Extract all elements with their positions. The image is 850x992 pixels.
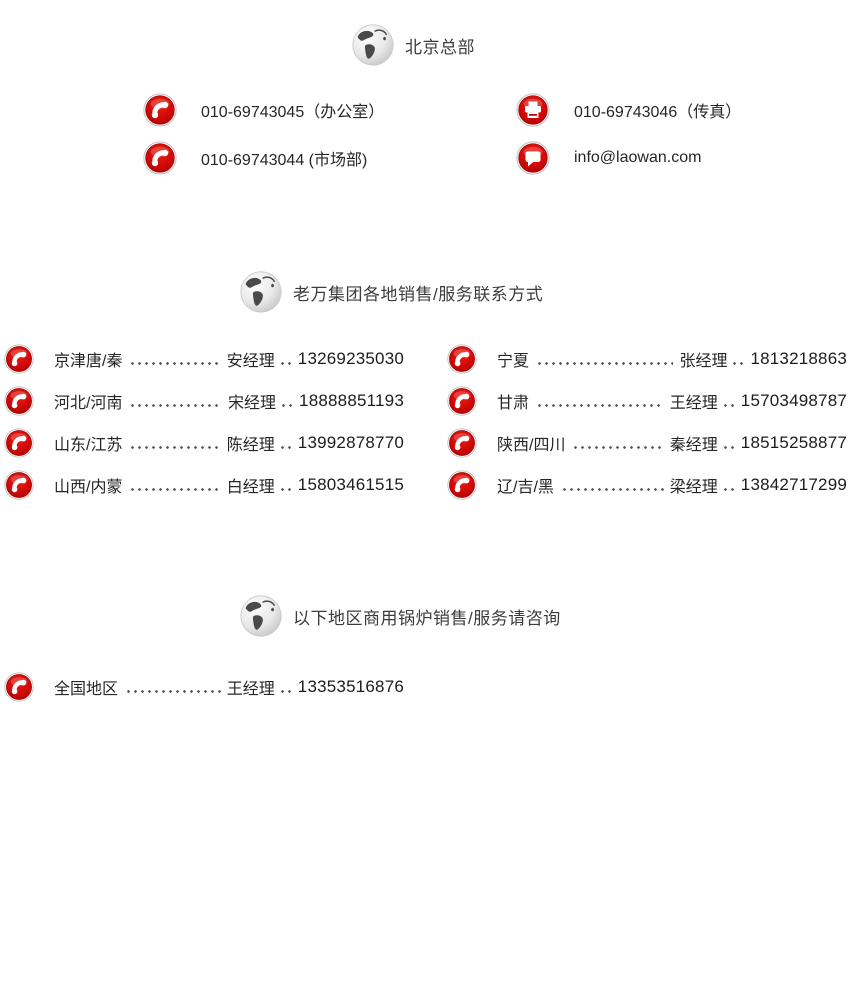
- phone-icon: [447, 428, 477, 458]
- region-label: 辽/吉/黑: [497, 479, 554, 496]
- manager-name: 王经理: [669, 395, 718, 412]
- phone-icon: [4, 386, 34, 416]
- regional-right-column: 宁夏 张经理 1813218863 甘肃 王经理 15703498787 陕西/…: [447, 338, 847, 506]
- region-label: 全国地区: [54, 681, 119, 698]
- dotted-leader: [276, 666, 293, 708]
- region-label: 宁夏: [497, 353, 530, 370]
- dotted-leader: [127, 380, 223, 422]
- region-label: 京津唐/秦: [54, 353, 123, 370]
- globe-icon: [240, 271, 282, 313]
- phone-number: 15703498787: [740, 391, 847, 410]
- phone-number: 13992878770: [297, 433, 404, 452]
- dotted-leader: [127, 422, 221, 464]
- phone-number: 15803461515: [297, 475, 404, 494]
- phone-icon: [447, 386, 477, 416]
- phone-number: 13269235030: [297, 349, 404, 368]
- phone-icon: [447, 344, 477, 374]
- dotted-leader: [127, 338, 221, 380]
- contact-row: 陕西/四川 秦经理 18515258877: [447, 422, 847, 464]
- phone-icon: [447, 470, 477, 500]
- hq-contact-fax: 010-69743046（传真）: [516, 93, 741, 127]
- phone-icon: [143, 141, 177, 175]
- manager-name: 梁经理: [669, 479, 718, 496]
- manager-name: 宋经理: [228, 395, 277, 412]
- dotted-leader: [276, 338, 293, 380]
- region-label: 河北/河南: [54, 395, 123, 412]
- manager-name: 陈经理: [226, 437, 275, 454]
- contact-row: 山西/内蒙 白经理 15803461515: [4, 464, 404, 506]
- dotted-leader: [276, 464, 293, 506]
- dotted-leader: [276, 422, 293, 464]
- hq-section-header: 北京总部: [352, 24, 475, 66]
- contact-row: 全国地区 王经理 13353516876: [4, 666, 404, 708]
- fax-icon: [516, 93, 550, 127]
- contact-row: 辽/吉/黑 梁经理 13842717299: [447, 464, 847, 506]
- hq-contact-office: 010-69743045（办公室）: [143, 93, 516, 127]
- phone-icon: [4, 672, 34, 702]
- dotted-leader: [278, 380, 295, 422]
- dotted-leader: [534, 380, 664, 422]
- hq-contact-marketing: 010-69743044 (市场部): [143, 141, 516, 175]
- message-icon: [516, 141, 550, 175]
- globe-icon: [240, 595, 282, 637]
- region-label: 山东/江苏: [54, 437, 123, 454]
- dotted-leader: [127, 464, 221, 506]
- phone-icon: [4, 344, 34, 374]
- contact-row: 宁夏 张经理 1813218863: [447, 338, 847, 380]
- region-label: 陕西/四川: [497, 437, 566, 454]
- hq-marketing-phone: 010-69743044 (市场部): [201, 152, 368, 169]
- contact-row: 甘肃 王经理 15703498787: [447, 380, 847, 422]
- regional-left-column: 京津唐/秦 安经理 13269235030 河北/河南 宋经理 18888851…: [4, 338, 404, 506]
- region-label: 甘肃: [497, 395, 530, 412]
- contact-row: 河北/河南 宋经理 18888851193: [4, 380, 404, 422]
- contact-row: 京津唐/秦 安经理 13269235030: [4, 338, 404, 380]
- commercial-section-title: 以下地区商用锅炉销售/服务请咨询: [293, 608, 561, 628]
- regional-section-header: 老万集团各地销售/服务联系方式: [240, 271, 543, 313]
- hq-section-title: 北京总部: [405, 37, 475, 57]
- dotted-leader: [719, 422, 736, 464]
- dotted-leader: [558, 464, 664, 506]
- region-label: 山西/内蒙: [54, 479, 123, 496]
- dotted-leader: [570, 422, 664, 464]
- dotted-leader: [719, 464, 736, 506]
- commercial-section-header: 以下地区商用锅炉销售/服务请咨询: [240, 595, 561, 637]
- phone-icon: [4, 470, 34, 500]
- phone-icon: [143, 93, 177, 127]
- phone-number: 18515258877: [740, 433, 847, 452]
- phone-number: 1813218863: [750, 349, 847, 368]
- regional-contact-list: 京津唐/秦 安经理 13269235030 河北/河南 宋经理 18888851…: [4, 338, 847, 506]
- hq-contact-email: info@laowan.com: [516, 141, 741, 175]
- dotted-leader: [534, 338, 674, 380]
- manager-name: 白经理: [226, 479, 275, 496]
- regional-section-title: 老万集团各地销售/服务联系方式: [293, 284, 544, 304]
- dotted-leader: [123, 666, 221, 708]
- manager-name: 秦经理: [669, 437, 718, 454]
- phone-number: 18888851193: [299, 391, 404, 410]
- phone-number: 13842717299: [740, 475, 847, 494]
- hq-office-phone: 010-69743045（办公室）: [201, 104, 385, 121]
- manager-name: 张经理: [679, 353, 728, 370]
- contact-row: 山东/江苏 陈经理 13992878770: [4, 422, 404, 464]
- dotted-leader: [729, 338, 746, 380]
- dotted-leader: [719, 380, 736, 422]
- manager-name: 王经理: [226, 681, 275, 698]
- hq-fax-number: 010-69743046（传真）: [574, 104, 742, 121]
- globe-icon: [352, 24, 394, 66]
- phone-icon: [4, 428, 34, 458]
- manager-name: 安经理: [226, 353, 275, 370]
- hq-contact-grid: 010-69743045（办公室） 010-69743044 (市场部) 010…: [143, 93, 741, 175]
- hq-email: info@laowan.com: [574, 149, 702, 166]
- phone-number: 13353516876: [297, 677, 404, 696]
